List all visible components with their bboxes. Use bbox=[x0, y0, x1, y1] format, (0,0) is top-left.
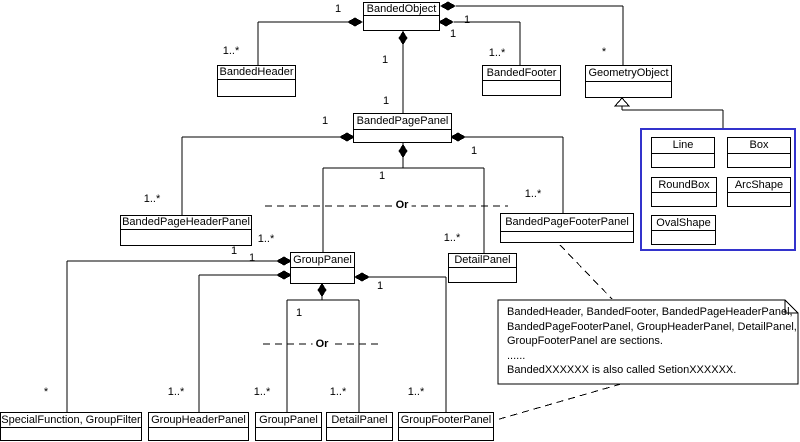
composition-diamond-icon bbox=[450, 132, 466, 142]
class-box-ovalshape[interactable]: OvalShape bbox=[651, 215, 716, 245]
geometry-shapes-group-box[interactable] bbox=[640, 128, 796, 251]
multiplicity-label: 1..* bbox=[143, 193, 161, 205]
note-text-line: GroupFooterPanel are sections. bbox=[507, 335, 663, 348]
multiplicity-label: 1..* bbox=[407, 386, 425, 398]
class-box-groupheaderpanel[interactable]: GroupHeaderPanel bbox=[148, 412, 249, 441]
generalization-triangle-icon bbox=[613, 97, 631, 107]
class-box-detailpanel[interactable]: DetailPanel bbox=[326, 412, 393, 441]
multiplicity-label: 1..* bbox=[329, 386, 347, 398]
note-text-line: BandedXXXXXX is also called SetionXXXXXX… bbox=[507, 364, 737, 377]
class-box-bandedheader[interactable]: BandedHeader bbox=[217, 65, 296, 97]
class-box-grouppanel[interactable]: GroupPanel bbox=[290, 252, 355, 284]
class-box-box[interactable]: Box bbox=[727, 137, 791, 168]
class-name-label: GroupHeaderPanel bbox=[149, 413, 248, 428]
class-name-label: OvalShape bbox=[652, 216, 715, 231]
class-box-geometryobject[interactable]: GeometryObject bbox=[585, 65, 672, 98]
multiplicity-label: * bbox=[601, 46, 607, 58]
class-name-label: DetailPanel bbox=[327, 413, 392, 428]
multiplicity-label: 1 bbox=[382, 95, 390, 107]
multiplicity-label: * bbox=[43, 386, 49, 398]
class-name-label: ArcShape bbox=[728, 178, 790, 193]
multiplicity-label: 1..* bbox=[524, 188, 542, 200]
composition-diamond-icon bbox=[398, 144, 408, 158]
class-name-label: BandedFooter bbox=[483, 66, 560, 81]
class-name-label: Box bbox=[728, 138, 790, 154]
class-name-label: SpecialFunction, GroupFilter bbox=[1, 414, 141, 428]
multiplicity-label: 1..* bbox=[222, 45, 240, 57]
multiplicity-label: 1 bbox=[381, 54, 389, 66]
class-name-label: RoundBox bbox=[652, 178, 716, 193]
class-name-label: BandedHeader bbox=[218, 66, 295, 80]
class-name-label: Line bbox=[652, 138, 714, 154]
class-box-specialfunction-groupfilter[interactable]: SpecialFunction, GroupFilter bbox=[0, 412, 142, 441]
class-box-arcshape[interactable]: ArcShape bbox=[727, 177, 791, 207]
class-box-bandedpagepanel[interactable]: BandedPagePanel bbox=[353, 113, 452, 143]
class-box-line[interactable]: Line bbox=[651, 137, 715, 168]
class-box-groupfooterpanel[interactable]: GroupFooterPanel bbox=[398, 412, 494, 441]
class-name-label: GroupFooterPanel bbox=[399, 414, 493, 428]
note-text-line: BandedHeader, BandedFooter, BandedPageHe… bbox=[507, 306, 793, 318]
class-name-label: BandedPageHeaderPanel bbox=[121, 216, 251, 230]
composition-diamond-icon bbox=[276, 256, 292, 266]
class-name-label: BandedPageFooterPanel bbox=[501, 214, 633, 232]
note-outline bbox=[497, 299, 799, 385]
multiplicity-label: 1..* bbox=[253, 386, 271, 398]
multiplicity-label: 1..* bbox=[488, 47, 506, 59]
composition-diamond-icon bbox=[276, 270, 292, 280]
multiplicity-label: 1..* bbox=[257, 233, 275, 245]
note-text-line: ...... bbox=[507, 349, 526, 362]
composition-diamond-icon bbox=[398, 31, 408, 45]
class-box-bandedpageheaderpanel[interactable]: BandedPageHeaderPanel bbox=[120, 215, 252, 246]
multiplicity-label: 1..* bbox=[167, 386, 185, 398]
class-box-bandedfooter[interactable]: BandedFooter bbox=[482, 65, 561, 96]
dashed-constraint-line bbox=[559, 244, 613, 300]
composition-diamond-icon bbox=[438, 17, 454, 27]
class-name-label: DetailPanel bbox=[449, 254, 516, 268]
composition-diamond-icon bbox=[440, 1, 456, 11]
uml-note[interactable]: BandedHeader, BandedFooter, BandedPageHe… bbox=[507, 305, 797, 378]
class-box-bandedobject[interactable]: BandedObject bbox=[363, 2, 440, 31]
multiplicity-label: 1 bbox=[378, 170, 386, 182]
or-constraint-label: Or bbox=[392, 199, 412, 211]
multiplicity-label: 1 bbox=[230, 245, 238, 257]
class-name-label: BandedObject bbox=[364, 3, 439, 16]
composition-diamond-icon bbox=[317, 283, 327, 297]
note-fold-corner-icon bbox=[784, 300, 798, 314]
multiplicity-label: 1 bbox=[334, 3, 342, 15]
multiplicity-label: 1 bbox=[449, 28, 457, 40]
or-constraint-label: Or bbox=[312, 338, 332, 350]
note-text-line: BandedPageFooterPanel, GroupHeaderPanel,… bbox=[507, 320, 797, 333]
composition-diamond-icon bbox=[354, 272, 370, 282]
class-name-label: BandedPagePanel bbox=[354, 114, 451, 130]
multiplicity-label: 1 bbox=[376, 280, 384, 292]
class-box-bandedpagefooterpanel[interactable]: BandedPageFooterPanel bbox=[500, 213, 634, 243]
class-name-label: GeometryObject bbox=[586, 66, 671, 82]
multiplicity-label: 1..* bbox=[443, 232, 461, 244]
class-box-grouppanel[interactable]: GroupPanel bbox=[255, 412, 322, 441]
multiplicity-label: 1 bbox=[463, 14, 471, 26]
class-box-detailpanel[interactable]: DetailPanel bbox=[448, 253, 517, 283]
dashed-constraint-line bbox=[495, 383, 622, 421]
multiplicity-label: 1 bbox=[321, 115, 329, 127]
multiplicity-label: 1 bbox=[248, 252, 256, 264]
class-box-roundbox[interactable]: RoundBox bbox=[651, 177, 717, 207]
composition-diamond-icon bbox=[339, 132, 355, 142]
multiplicity-label: 1 bbox=[295, 307, 303, 319]
class-name-label: GroupPanel bbox=[291, 253, 354, 268]
multiplicity-label: 1 bbox=[470, 145, 478, 157]
composition-diamond-icon bbox=[347, 17, 363, 27]
class-name-label: GroupPanel bbox=[256, 413, 321, 428]
